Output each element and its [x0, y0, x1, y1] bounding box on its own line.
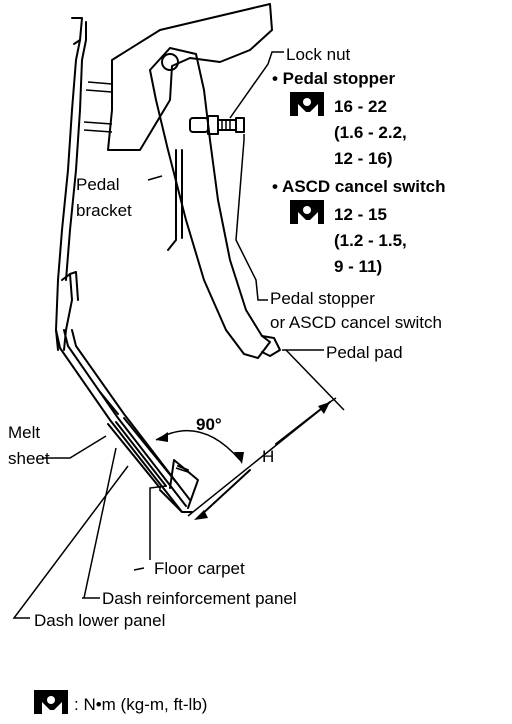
torque-wrench-icon — [290, 92, 324, 116]
label-melt-sheet-2: sheet — [8, 449, 50, 468]
pedal-stopper-bolt — [189, 115, 245, 135]
label-ascd-torque-3: 9 - 11) — [334, 257, 382, 276]
label-dash-lower-panel: Dash lower panel — [34, 611, 165, 630]
label-pedal-pad: Pedal pad — [326, 343, 403, 362]
label-pedal-stopper-or-switch-2: or ASCD cancel switch — [270, 313, 442, 332]
label-pedal-stopper-or-switch-1: Pedal stopper — [270, 289, 375, 308]
label-ascd-torque-1: 12 - 15 — [334, 205, 387, 224]
label-pedal-bracket-2: bracket — [76, 201, 132, 220]
label-dash-reinforcement-panel: Dash reinforcement panel — [102, 589, 297, 608]
torque-wrench-icon — [34, 690, 68, 714]
label-ascd-torque-2: (1.2 - 1.5, — [334, 231, 407, 250]
label-pedal-bracket-1: Pedal — [76, 175, 119, 194]
floor-carpet — [159, 459, 199, 513]
legend-text: : N•m (kg-m, ft-lb) — [74, 695, 207, 714]
pedal-arm — [149, 47, 281, 359]
angle-arc — [155, 429, 244, 464]
label-pedal-stopper-torque-3: 12 - 16) — [334, 149, 393, 168]
dimension-h — [187, 349, 345, 520]
label-ascd-title: • ASCD cancel switch — [272, 177, 446, 196]
leader-lines — [12, 51, 324, 619]
dash-panel-structure — [55, 17, 191, 513]
label-pedal-stopper-torque-1: 16 - 22 — [334, 97, 387, 116]
label-height: H — [262, 447, 274, 466]
label-angle: 90° — [196, 415, 222, 434]
label-pedal-stopper-title: • Pedal stopper — [272, 69, 395, 88]
pedal-bracket — [83, 3, 273, 251]
label-pedal-stopper-torque-2: (1.6 - 2.2, — [334, 123, 407, 142]
label-floor-carpet: Floor carpet — [154, 559, 245, 578]
label-lock-nut: Lock nut — [286, 45, 351, 64]
torque-wrench-icon — [290, 200, 324, 224]
label-melt-sheet-1: Melt — [8, 423, 40, 442]
